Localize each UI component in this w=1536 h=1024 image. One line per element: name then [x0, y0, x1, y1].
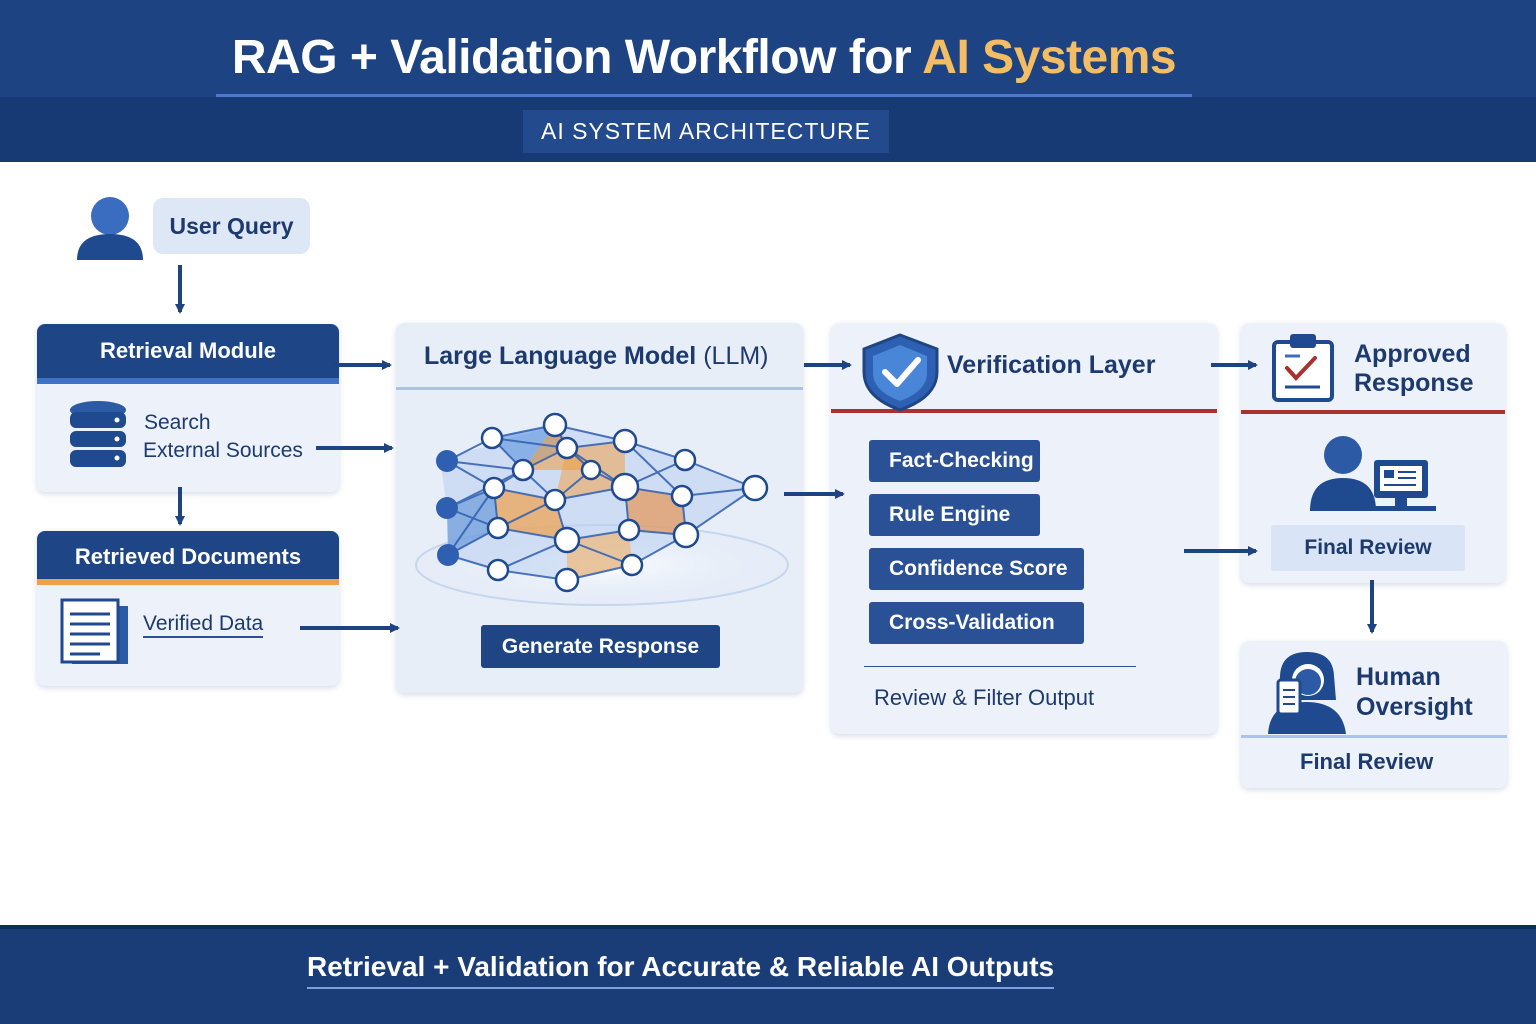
llm-title-divider	[396, 387, 803, 390]
confidence-score-tag: Confidence Score	[869, 548, 1084, 590]
footer-banner	[0, 925, 1536, 1024]
title-accent: AI Systems	[922, 31, 1177, 84]
llm-title-suffix: (LLM)	[703, 342, 769, 370]
search-label: Search	[144, 411, 211, 434]
oversight-title-line2: Oversight	[1356, 693, 1473, 721]
subtitle-badge: AI SYSTEM ARCHITECTURE	[523, 110, 889, 153]
verification-divider	[831, 409, 1217, 413]
approved-title-line1: Approved	[1354, 340, 1471, 368]
llm-title: Large Language Model (LLM)	[424, 342, 769, 371]
clipboard-check-icon	[1272, 334, 1334, 402]
verification-footer-rule	[864, 666, 1136, 667]
human-oversight-icon	[1268, 652, 1346, 734]
rule-engine-tag: Rule Engine	[869, 494, 1040, 536]
verification-title: Verification Layer	[947, 351, 1156, 379]
document-icon	[60, 598, 128, 664]
fact-checking-tag: Fact-Checking	[869, 440, 1040, 482]
generate-response-button[interactable]: Generate Response	[481, 625, 720, 668]
neural-network-graphic	[415, 412, 789, 606]
oversight-final-review-label: Final Review	[1300, 749, 1434, 774]
reviewer-computer-icon	[1310, 436, 1436, 511]
user-query-bubble: User Query	[153, 198, 310, 254]
footer-tagline: Retrieval + Validation for Accurate & Re…	[307, 951, 1055, 989]
database-icon	[70, 401, 126, 467]
approved-title-line2: Response	[1354, 369, 1474, 397]
title-main: RAG + Validation Workflow for	[231, 31, 923, 84]
final-review-button[interactable]: Final Review	[1271, 525, 1465, 571]
oversight-title-line1: Human	[1356, 663, 1441, 691]
oversight-divider	[1241, 735, 1507, 738]
title-underline	[216, 94, 1192, 97]
approved-divider	[1241, 410, 1505, 414]
verified-data-label: Verified Data	[143, 612, 264, 638]
flow-arrows	[175, 265, 1377, 634]
shield-check-icon	[862, 333, 939, 412]
retrieval-module-title: Retrieval Module	[37, 324, 339, 384]
review-filter-output-label: Review & Filter Output	[874, 685, 1095, 710]
external-sources-label: External Sources	[143, 439, 303, 462]
retrieved-documents-title: Retrieved Documents	[37, 531, 339, 585]
cross-validation-tag: Cross-Validation	[869, 602, 1084, 644]
llm-title-main: Large Language Model	[424, 342, 697, 370]
user-icon	[77, 197, 143, 260]
page-title: RAG + Validation Workflow for AI Systems	[0, 30, 1408, 85]
